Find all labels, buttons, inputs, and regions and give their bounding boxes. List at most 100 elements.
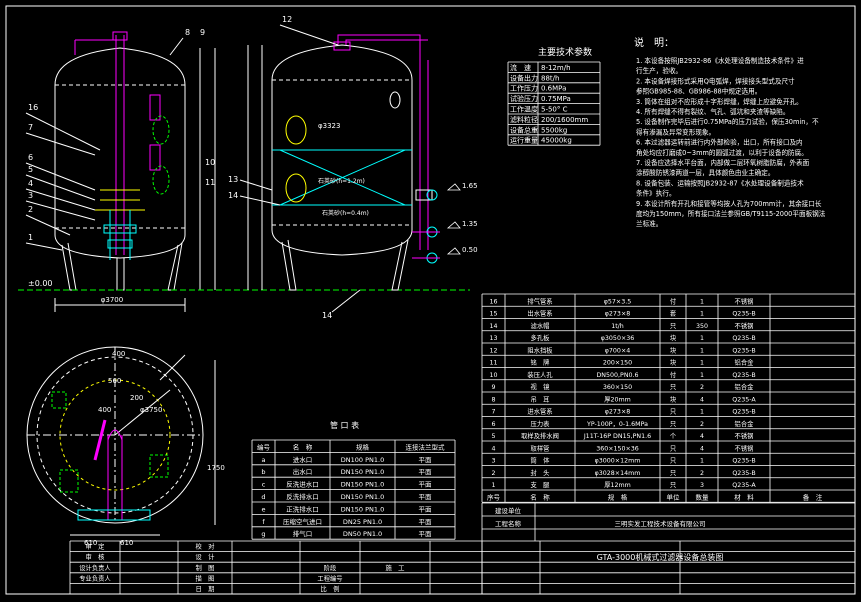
role-label: 专业负责人 bbox=[79, 573, 111, 582]
bom-cell: 1 bbox=[700, 335, 704, 342]
notes-title: 说 明： bbox=[634, 36, 674, 49]
nozzle-cell: DN25 PN1.0 bbox=[343, 518, 382, 526]
bom-cell: 1 bbox=[700, 298, 704, 305]
front-leg-left bbox=[61, 242, 77, 291]
role-label: 描 图 bbox=[196, 573, 215, 582]
nozzle-cell: 平面 bbox=[419, 481, 433, 489]
params-title: 主要技术参数 bbox=[538, 46, 592, 58]
bom-cell: 只 bbox=[670, 408, 676, 416]
bom-cell: 4 bbox=[700, 445, 704, 452]
svg-text:1750: 1750 bbox=[207, 464, 225, 472]
project-label: 工程名称 bbox=[495, 519, 522, 528]
bom-cell: φ273×8 bbox=[605, 311, 630, 318]
nozzle-cell: 平面 bbox=[419, 468, 433, 476]
side-view bbox=[247, 34, 440, 291]
svg-text:13: 13 bbox=[228, 175, 238, 184]
nozzle-cell: 出水口 bbox=[293, 467, 313, 476]
bom-header: 序号 bbox=[487, 492, 501, 501]
svg-text:14: 14 bbox=[228, 191, 238, 200]
bom-cell: 只 bbox=[670, 481, 676, 489]
side-filter-bed-cross bbox=[279, 149, 406, 206]
bom-cell: 排气管系 bbox=[527, 296, 552, 305]
bom-cell: 多孔板 bbox=[531, 333, 551, 342]
bom-cell: 只 bbox=[670, 383, 676, 391]
bom-cell: φ3050×36 bbox=[601, 335, 634, 342]
bom-cell: 取样及排水阀 bbox=[521, 431, 559, 440]
bom-cell: 5 bbox=[491, 433, 495, 440]
role-label: 工程编号 bbox=[317, 573, 342, 582]
svg-text:200: 200 bbox=[130, 394, 143, 402]
bom-cell: 16 bbox=[489, 298, 497, 305]
side-leg-right bbox=[391, 239, 409, 291]
nozzle-cell: DN150 PN1.0 bbox=[341, 481, 384, 489]
bed-label-top: 石英砂(h=1.2m) bbox=[318, 177, 365, 185]
bom-cell: 2 bbox=[700, 384, 704, 391]
note-line: 5. 设备制作完毕后进行0.75MPa的压力试验，保压30min，不 bbox=[636, 117, 819, 126]
bom-cell: 滤水帽 bbox=[531, 321, 550, 330]
nozzle-cell: c bbox=[262, 481, 266, 489]
bom-cell: 个 bbox=[670, 432, 677, 440]
bom-cell: 10 bbox=[489, 372, 497, 379]
bom-cell: 3 bbox=[491, 458, 495, 465]
bom-cell: 只 bbox=[670, 457, 676, 465]
bom-cell: 2 bbox=[700, 421, 704, 428]
side-manhole-upper bbox=[285, 115, 307, 145]
bom-cell: Q235-B bbox=[732, 335, 755, 342]
nozzle-cell: 平面 bbox=[419, 518, 433, 526]
bom-cell: 块 bbox=[670, 358, 677, 367]
bom-cell: 支 腿 bbox=[531, 480, 551, 489]
bom-cell: 厚12mm bbox=[604, 481, 631, 489]
bom-cell: 不锈钢 bbox=[735, 431, 754, 440]
bom-cell: 350 bbox=[696, 323, 708, 330]
bom-cell: 2 bbox=[491, 470, 495, 477]
role-label: 设 计 bbox=[196, 552, 216, 561]
nozzle-cell: g bbox=[261, 530, 265, 538]
bom-cell: 出水管系 bbox=[527, 309, 552, 318]
bom-cell: 不锈钢 bbox=[735, 443, 754, 452]
note-line: 条件》执行。 bbox=[636, 189, 676, 198]
bom-cell: 封 头 bbox=[531, 468, 550, 477]
bom-header: 数量 bbox=[696, 492, 710, 501]
param-name: 设备出力 bbox=[510, 73, 538, 82]
note-line: 8. 设备包装、运输按照JB2932-87《水处理设备制造技术 bbox=[636, 178, 804, 187]
bom-cell: 装压人孔 bbox=[527, 370, 553, 379]
role-label: 校 对 bbox=[196, 542, 216, 551]
bom-cell: 吊 耳 bbox=[531, 395, 550, 403]
nozzle-cell: 平面 bbox=[419, 505, 433, 513]
role-label: 制 图 bbox=[196, 563, 215, 572]
bom-cell: φ700×4 bbox=[605, 347, 630, 354]
note-line: 6. 本过滤器运转前进行内外部检验，出口，所有接口及内 bbox=[636, 138, 803, 147]
bom-cell: 不锈钢 bbox=[735, 321, 754, 330]
bom-cell: Q235-B bbox=[732, 470, 755, 477]
svg-text:2: 2 bbox=[28, 205, 33, 214]
plan-diameter-dim: φ3750 bbox=[140, 406, 162, 414]
side-leg-left bbox=[281, 239, 297, 291]
note-line: 7. 设备应选择水平台面，内部做二层环氧树脂防腐，外表面 bbox=[636, 158, 810, 167]
bom-cell: 不锈钢 bbox=[735, 296, 754, 305]
note-line: 兰标准。 bbox=[636, 219, 662, 228]
svg-text:1: 1 bbox=[28, 233, 33, 242]
nozzle-cell: DN50 PN1.0 bbox=[343, 530, 382, 538]
bom-cell: 铝合金 bbox=[735, 358, 755, 367]
role-label: 设计负责人 bbox=[79, 563, 111, 572]
param-value: 5500kg bbox=[541, 126, 567, 134]
bom-cell: 铝合金 bbox=[735, 419, 755, 428]
bom-cell: Q235-B bbox=[732, 347, 755, 354]
role-label: 审 定 bbox=[86, 542, 106, 551]
svg-text:6: 6 bbox=[28, 153, 33, 162]
bom-cell: 1 bbox=[491, 482, 495, 489]
bom-cell: YP-100P，0-1.6MPa bbox=[586, 421, 648, 428]
nozzle-cell: DN150 PN1.0 bbox=[341, 493, 384, 501]
param-value: 5-50° C bbox=[541, 106, 568, 114]
svg-text:10: 10 bbox=[205, 158, 215, 167]
bom-header: 名 称 bbox=[530, 492, 550, 501]
ground-level-left: ±0.00 bbox=[28, 279, 53, 288]
role-value: 施 工 bbox=[386, 563, 405, 572]
note-line: 参照GB985-88、GB986-88中规定选用。 bbox=[636, 87, 761, 96]
project-value: 三明实发工程技术设备有限公司 bbox=[615, 519, 706, 528]
title-block: 建设单位工程名称三明实发工程技术设备有限公司GTA-3000机械式过滤器设备总装… bbox=[69, 502, 856, 595]
bom-cell: φ3028×14mm bbox=[595, 470, 641, 477]
svg-text:5: 5 bbox=[28, 165, 33, 174]
note-line: 得有渗漏及异常变形现象。 bbox=[636, 127, 715, 136]
side-manhole-lower bbox=[285, 173, 307, 203]
